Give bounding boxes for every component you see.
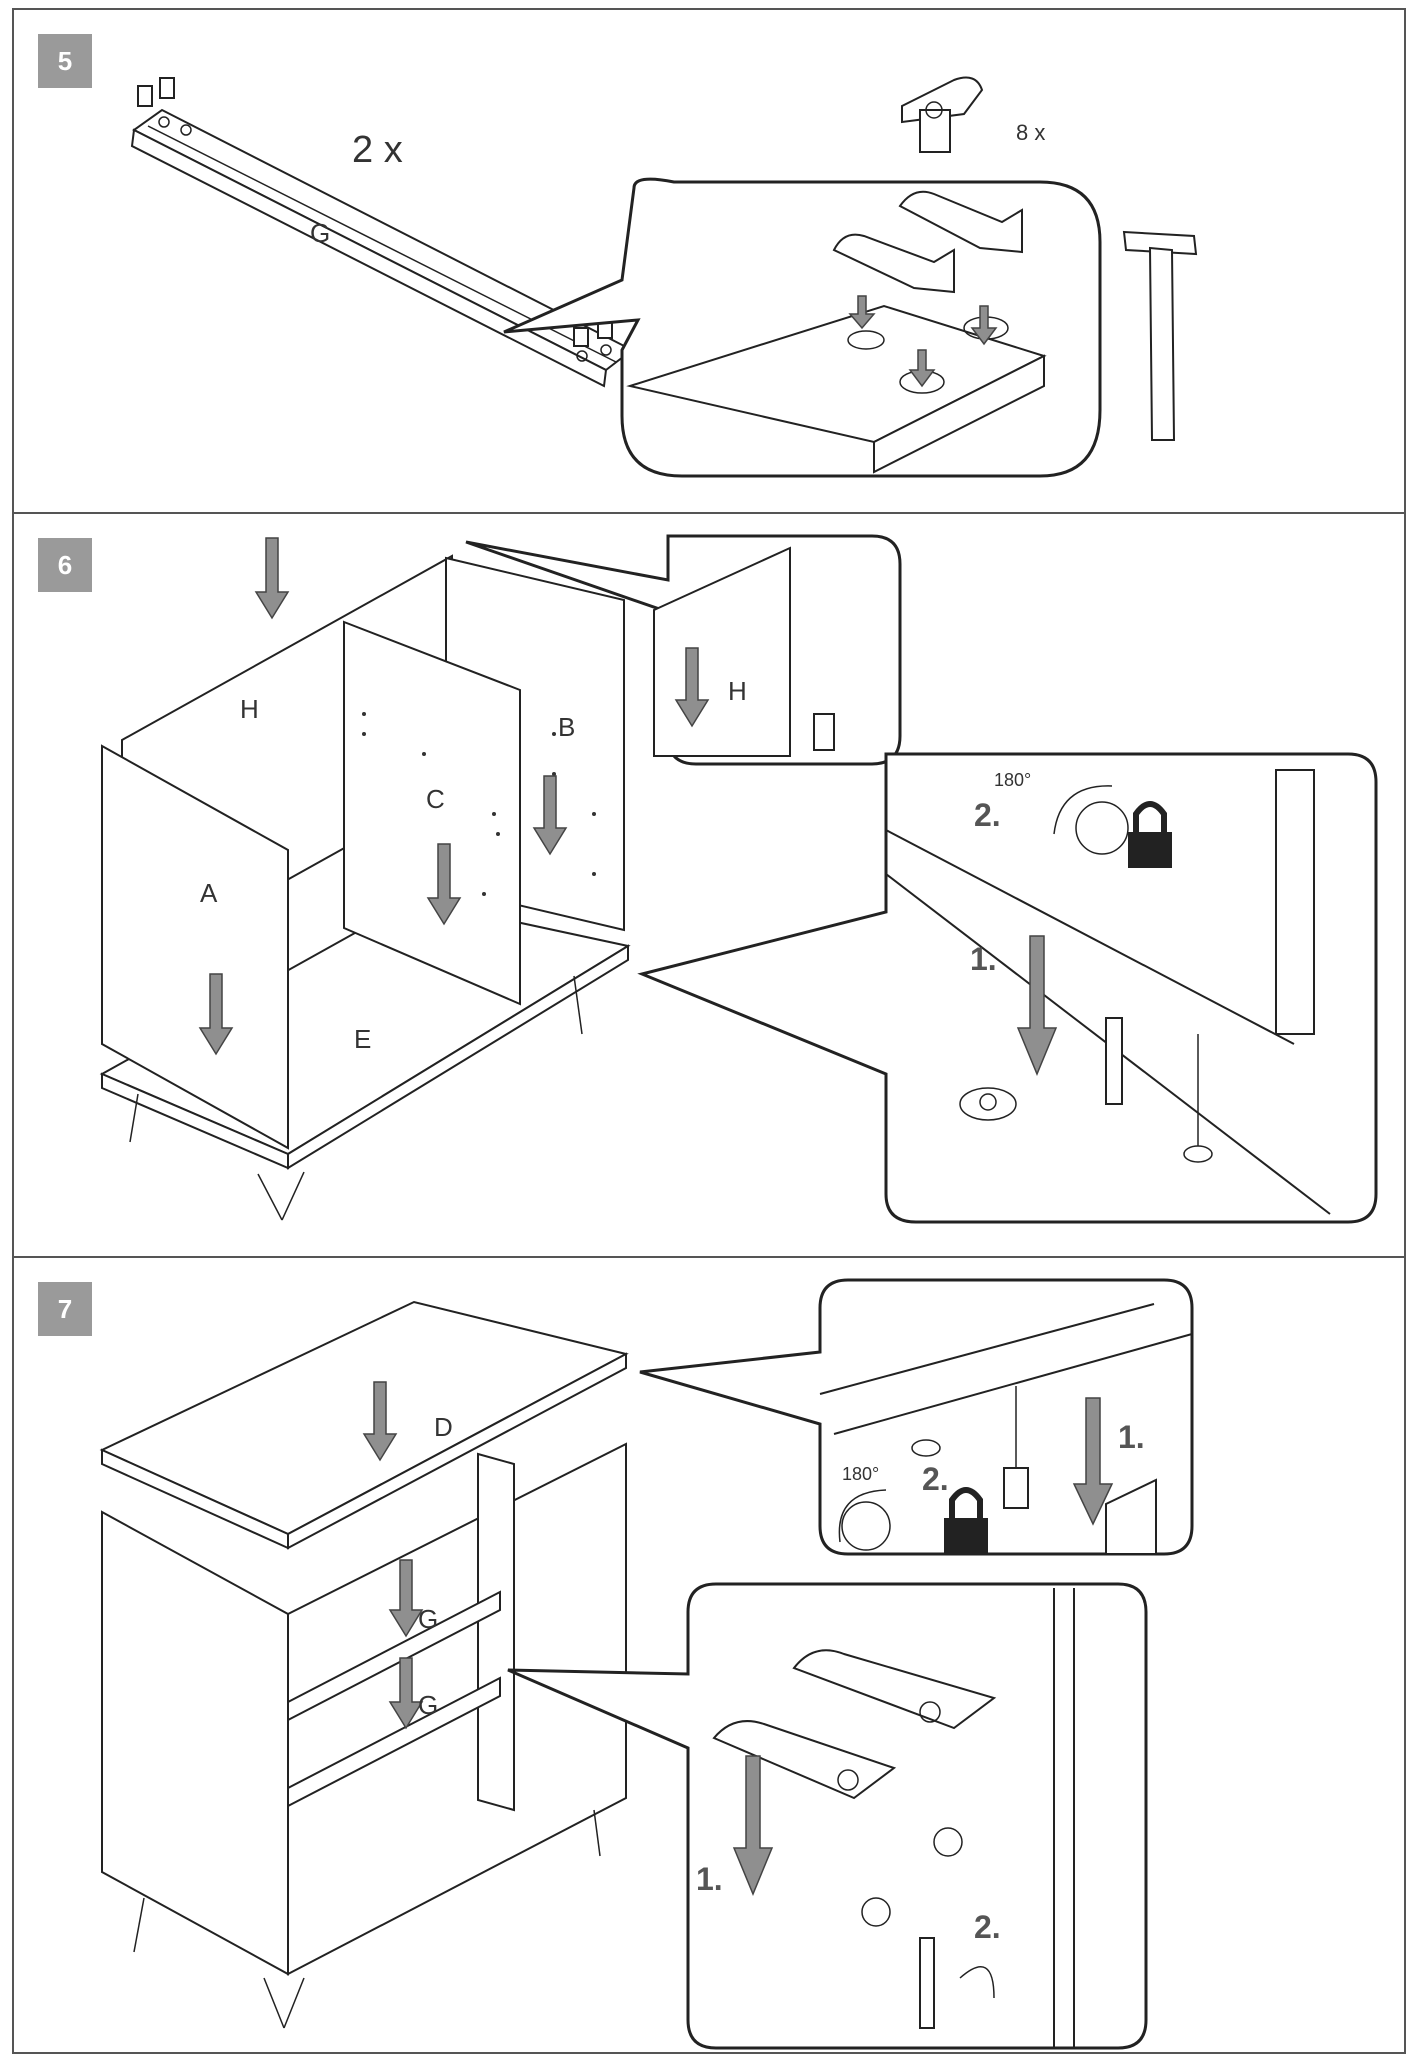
- step-number-badge: 7: [38, 1282, 92, 1336]
- shelf-g-lower: [287, 1676, 501, 1808]
- cam-detail-drawing: [885, 769, 1331, 1215]
- shelf-g-drawing: [130, 77, 634, 388]
- cam-lock-hardware-icon: [901, 76, 984, 153]
- top-cam-detail-drawing: [819, 1303, 1193, 1555]
- detail-callout-cam: [637, 752, 1378, 1224]
- part-e-label: E: [354, 1024, 371, 1054]
- step-7-illustration: D G G 180° 2. 1.: [99, 1278, 1194, 2050]
- step-number-badge: 6: [38, 538, 92, 592]
- part-g-lower-label: G: [418, 1690, 438, 1720]
- part-g-upper-label: G: [418, 1604, 438, 1634]
- step-6-panel: 6: [12, 512, 1406, 1258]
- shelf-g-upper: [287, 1590, 501, 1722]
- step-6-illustration: H B C A E H: [99, 534, 1378, 1224]
- divider-panel: [477, 1452, 515, 1812]
- bottom-cam-detail-drawing: [712, 1588, 1075, 2048]
- part-h-label: H: [240, 694, 259, 724]
- step-2-label: 2.: [974, 797, 1001, 833]
- down-arrow-c: [426, 843, 462, 926]
- down-arrow-d: [362, 1381, 398, 1462]
- step-5-illustration: 2 x G 8 x: [130, 76, 1198, 478]
- fitting-holes: [362, 712, 596, 896]
- bottom-step-1-label: 1.: [696, 1861, 723, 1897]
- hardware-count-label: 8 x: [1016, 120, 1045, 145]
- lock-icon: [944, 1487, 988, 1554]
- step-7-panel: 7 D G G: [12, 1256, 1406, 2054]
- rotation-angle-label: 180°: [842, 1464, 879, 1484]
- divider-panel-c: [343, 620, 521, 1006]
- multiplier-label: 2 x: [352, 129, 403, 171]
- side-panel-left: [101, 1510, 289, 1976]
- down-arrow-a: [198, 973, 234, 1056]
- part-c-label: C: [426, 784, 445, 814]
- down-arrow-g-lower: [388, 1657, 424, 1730]
- top-step-2-label: 2.: [922, 1461, 949, 1497]
- step-1-label: 1.: [970, 941, 997, 977]
- rotation-angle-label: 180°: [994, 770, 1031, 790]
- part-a-label: A: [200, 878, 218, 908]
- cam-insert-detail: [626, 190, 1047, 474]
- detail-callout-top: [639, 1278, 1194, 1556]
- h-detail-drawing: [653, 546, 835, 757]
- bottom-step-2-label: 2.: [974, 1909, 1001, 1945]
- top-step-1-label: 1.: [1118, 1419, 1145, 1455]
- part-b-label: B: [558, 712, 575, 742]
- detail-h-label: H: [728, 676, 747, 706]
- side-panel-a: [101, 744, 289, 1150]
- hammer-icon: [1122, 230, 1198, 441]
- part-d-label: D: [434, 1412, 453, 1442]
- down-arrow-h: [254, 537, 290, 620]
- down-arrow-b: [532, 775, 568, 856]
- step-number-badge: 5: [38, 34, 92, 88]
- down-arrow-g-upper: [388, 1559, 424, 1638]
- part-g-label: G: [310, 218, 330, 248]
- lock-icon: [1128, 801, 1172, 868]
- step-5-panel: 5 2 x G: [12, 8, 1406, 514]
